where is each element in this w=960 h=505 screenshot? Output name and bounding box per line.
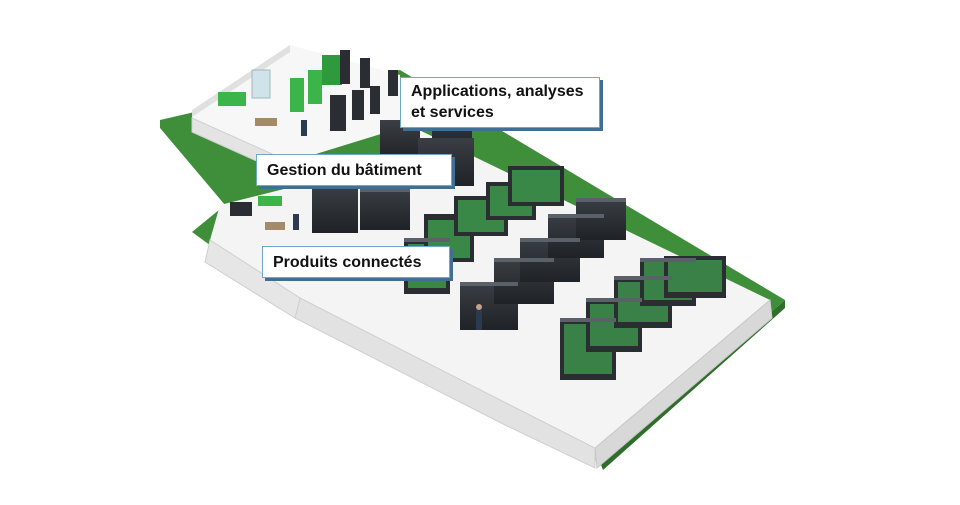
- control-room-desk: [265, 222, 285, 230]
- office-rack: [370, 86, 380, 114]
- callout-produits-connectes: Produits connectés: [262, 246, 450, 278]
- callout-batiment-label: Gestion du bâtiment: [267, 162, 422, 179]
- callout-applications-analyses-services: Applications, analyses et services: [400, 77, 600, 128]
- rack-tops: [312, 185, 696, 322]
- office-cabinet: [290, 78, 304, 112]
- technician-figure: [476, 310, 482, 330]
- callout-apps-line-2: et services: [411, 104, 494, 121]
- office-rack: [360, 58, 370, 88]
- office-cabinet: [308, 70, 322, 104]
- office-person: [301, 120, 307, 136]
- control-room-person: [293, 214, 299, 230]
- office-window: [251, 69, 271, 99]
- office-cabinet: [218, 92, 246, 106]
- office-rack: [340, 50, 350, 84]
- office-cabinet: [322, 55, 342, 85]
- callout-apps-line-1: Applications, analyses: [411, 83, 584, 100]
- control-room-screens: [258, 196, 282, 206]
- technician-head: [476, 304, 482, 310]
- office-desk: [255, 118, 277, 126]
- callout-gestion-batiment: Gestion du bâtiment: [256, 154, 452, 186]
- control-room-console: [230, 202, 252, 216]
- main-hall-wall-left: [204, 239, 301, 319]
- office-wall-back: [192, 45, 290, 117]
- office-rack: [352, 90, 364, 120]
- callout-produits-label: Produits connectés: [273, 254, 422, 271]
- main-hall-wall-right: [594, 299, 773, 470]
- office-rack: [388, 70, 398, 96]
- office-rack: [330, 95, 346, 131]
